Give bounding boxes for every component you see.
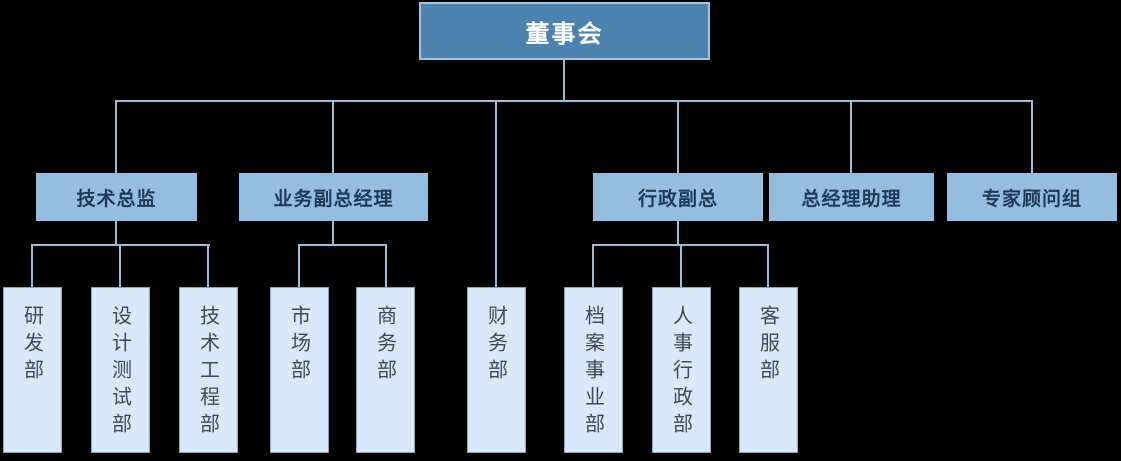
org-node-finance-dept: 财务部 bbox=[467, 287, 526, 453]
connector-tech-bus bbox=[32, 244, 210, 246]
org-node-commerce-dept-label: 商务部 bbox=[373, 305, 398, 386]
connector-drop-service bbox=[767, 244, 769, 287]
connector-business-bus bbox=[299, 244, 387, 246]
org-node-design-test-dept: 设计测试部 bbox=[91, 287, 150, 453]
org-node-admin-deputy-label: 行政副总 bbox=[637, 187, 718, 210]
connector-drop-design bbox=[119, 244, 121, 287]
connector-main-bus bbox=[116, 100, 1033, 102]
org-node-tech-director: 技术总监 bbox=[36, 173, 197, 221]
org-node-rd-dept: 研发部 bbox=[3, 287, 62, 453]
connector-drop-finance bbox=[495, 100, 497, 287]
org-node-business-deputy-gm: 业务副总经理 bbox=[239, 173, 428, 221]
org-node-design-test-dept-label: 设计测试部 bbox=[108, 305, 133, 440]
org-node-customer-service-dept: 客服部 bbox=[739, 287, 798, 453]
org-node-marketing-dept-label: 市场部 bbox=[287, 305, 312, 386]
org-node-customer-service-dept-label: 客服部 bbox=[756, 305, 781, 386]
connector-drop-commerce bbox=[385, 244, 387, 287]
org-node-business-deputy-gm-label: 业务副总经理 bbox=[273, 187, 394, 210]
connector-drop-assistant bbox=[850, 100, 852, 173]
connector-drop-archives bbox=[592, 244, 594, 287]
connector-business-stem bbox=[332, 221, 334, 244]
connector-tech-stem bbox=[115, 221, 117, 244]
org-node-expert-advisors-label: 专家顾问组 bbox=[981, 187, 1082, 210]
org-node-gm-assistant-label: 总经理助理 bbox=[801, 187, 902, 210]
org-node-board: 董事会 bbox=[419, 2, 710, 60]
org-node-rd-dept-label: 研发部 bbox=[20, 305, 45, 386]
connector-drop-engineering bbox=[207, 244, 209, 287]
org-node-gm-assistant: 总经理助理 bbox=[769, 173, 934, 221]
connector-drop-business bbox=[332, 100, 334, 173]
connector-drop-rd bbox=[31, 244, 33, 287]
connector-drop-marketing bbox=[298, 244, 300, 287]
connector-drop-hr bbox=[680, 244, 682, 287]
org-node-marketing-dept: 市场部 bbox=[270, 287, 329, 453]
org-node-board-label: 董事会 bbox=[525, 19, 604, 48]
org-node-tech-director-label: 技术总监 bbox=[76, 187, 157, 210]
org-node-finance-dept-label: 财务部 bbox=[484, 305, 509, 386]
connector-root-drop bbox=[563, 60, 565, 100]
org-node-admin-deputy: 行政副总 bbox=[593, 173, 763, 221]
connector-drop-advisors bbox=[1031, 100, 1033, 173]
org-node-tech-engineering-dept: 技术工程部 bbox=[179, 287, 238, 453]
org-node-hr-admin-dept-label: 人事行政部 bbox=[669, 305, 694, 440]
connector-drop-tech bbox=[115, 100, 117, 173]
org-node-commerce-dept: 商务部 bbox=[356, 287, 415, 453]
org-node-archives-division: 档案事业部 bbox=[564, 287, 623, 453]
connector-drop-admin bbox=[677, 100, 679, 173]
org-node-archives-division-label: 档案事业部 bbox=[581, 305, 606, 440]
org-node-expert-advisors: 专家顾问组 bbox=[947, 173, 1117, 221]
connector-admin-stem bbox=[677, 221, 679, 244]
org-node-tech-engineering-dept-label: 技术工程部 bbox=[196, 305, 221, 440]
org-node-hr-admin-dept: 人事行政部 bbox=[652, 287, 711, 453]
